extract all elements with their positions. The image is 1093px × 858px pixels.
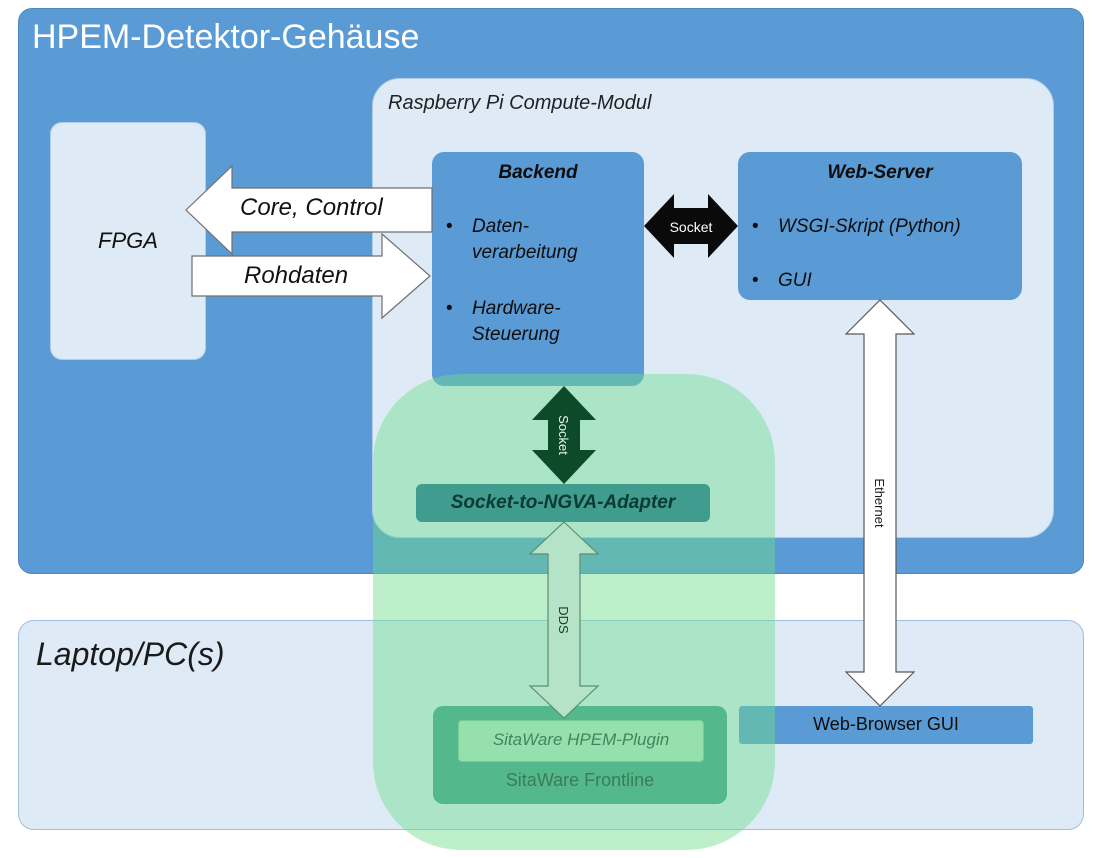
backend-title: Backend (498, 162, 578, 183)
rohdaten-arrow (191, 232, 431, 320)
socket-vertical-label: Socket (556, 415, 571, 455)
core-control-label: Core, Control (240, 194, 383, 221)
webserver-item-wsgi: • WSGI-Skript (Python) (752, 214, 961, 240)
socket-to-ngva-adapter-label: Socket-to-NGVA-Adapter (450, 492, 676, 513)
webserver-item-gui: • GUI (752, 268, 812, 294)
socket-to-ngva-adapter-box (416, 484, 710, 522)
bullet-icon: • (752, 270, 759, 291)
web-browser-gui-label: Web-Browser GUI (813, 714, 959, 734)
socket-horizontal-label: Socket (670, 219, 713, 235)
backend-item-hardware: • Hardware- Steuerung (446, 296, 561, 348)
bullet-icon: • (446, 216, 453, 237)
fpga-label: FPGA (98, 228, 158, 253)
rohdaten-label: Rohdaten (244, 262, 349, 289)
dds-label: DDS (556, 606, 571, 634)
laptop-title: Laptop/PC(s) (36, 636, 225, 672)
core-control-arrow (185, 164, 433, 256)
dds-arrow (528, 521, 600, 719)
sitaware-frontline-label: SitaWare Frontline (505, 770, 655, 790)
ethernet-arrow (844, 299, 916, 707)
socket-horizontal-arrow (644, 194, 738, 258)
socket-vertical-arrow (532, 386, 596, 484)
backend-item-line2: Steuerung (472, 324, 560, 345)
backend-item-line1: Hardware- (472, 298, 561, 319)
fpga-box (50, 122, 206, 360)
webserver-title: Web-Server (827, 162, 933, 183)
web-browser-gui-box (739, 706, 1033, 744)
backend-item-datenverarbeitung: • Daten- verarbeitung (446, 214, 578, 266)
backend-item-line2: verarbeitung (472, 242, 578, 263)
webserver-item-label: GUI (778, 270, 812, 291)
housing-title: HPEM-Detektor-Gehäuse (32, 18, 420, 56)
bullet-icon: • (752, 216, 759, 237)
backend-box (432, 152, 644, 386)
webserver-item-label: WSGI-Skript (Python) (778, 216, 961, 237)
sitaware-plugin-box (458, 720, 704, 762)
webserver-box (738, 152, 1022, 300)
bullet-icon: • (446, 298, 453, 319)
backend-item-line1: Daten- (472, 216, 530, 237)
sitaware-plugin-label: SitaWare HPEM-Plugin (492, 730, 670, 749)
ethernet-label: Ethernet (872, 478, 887, 528)
raspberry-pi-title: Raspberry Pi Compute-Modul (388, 92, 652, 114)
